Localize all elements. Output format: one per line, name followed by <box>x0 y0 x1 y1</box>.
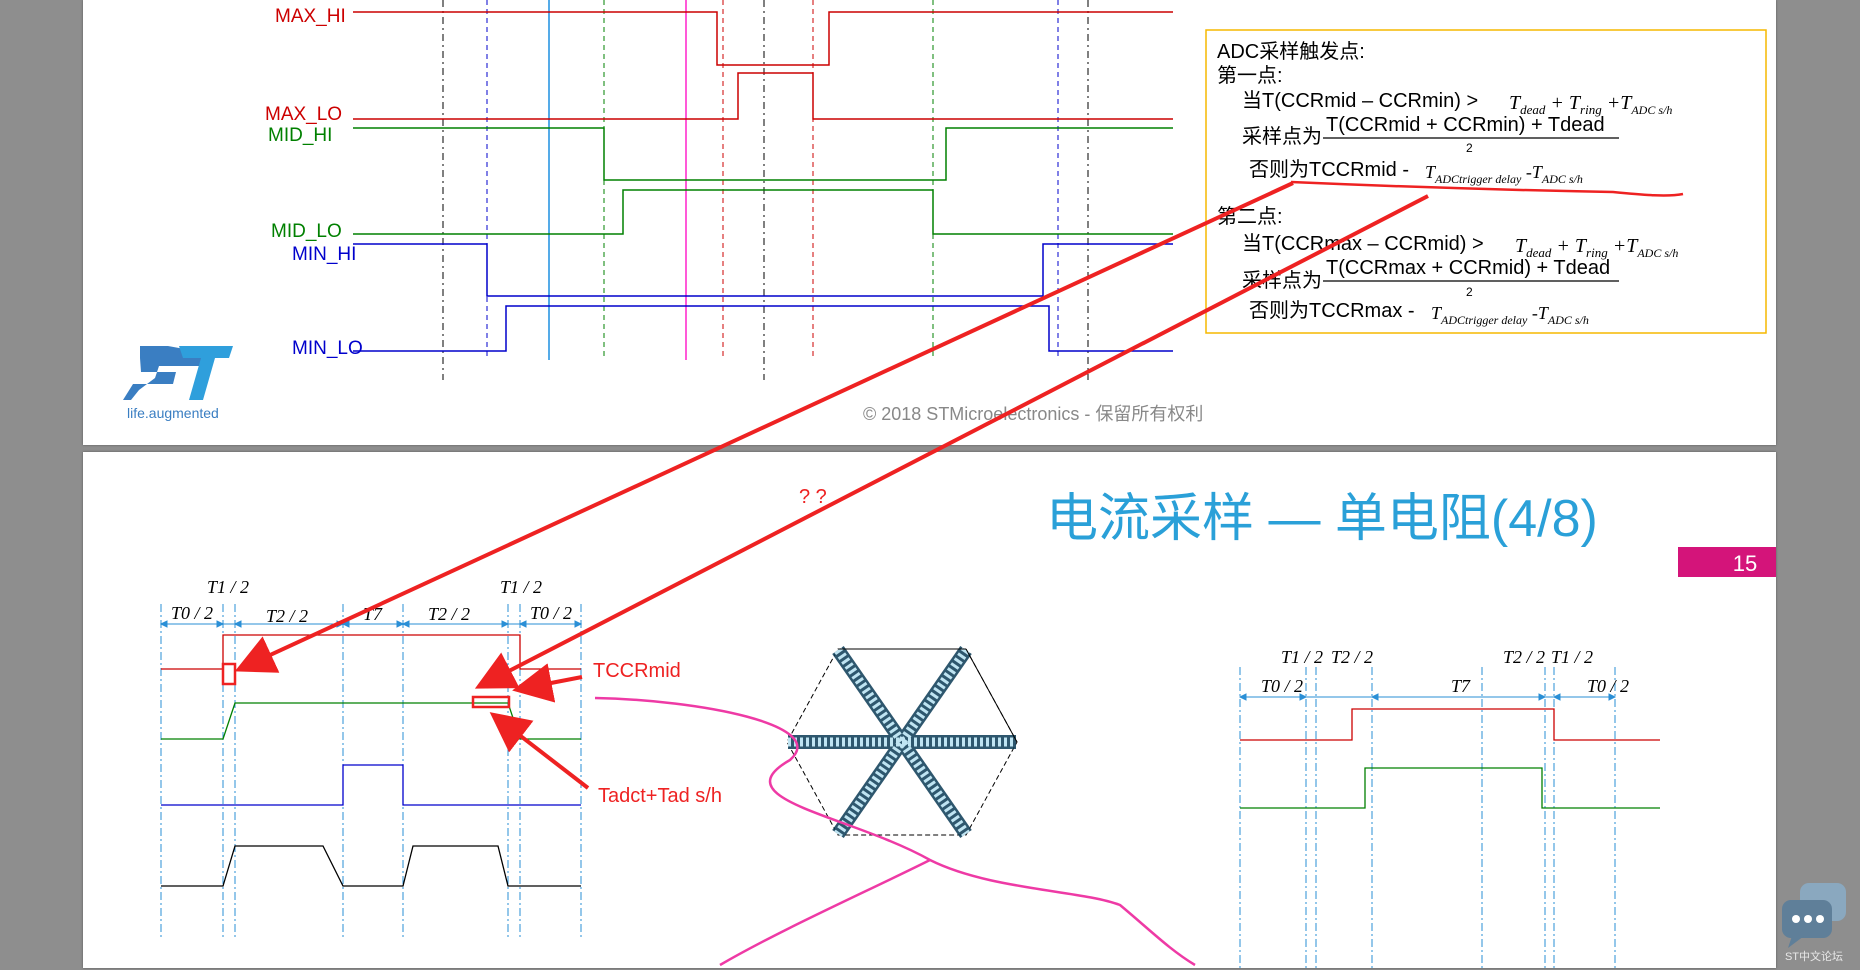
left-blue-wave <box>161 764 581 806</box>
label-t2-half-left: T2 / 2 <box>266 606 308 626</box>
label-t1-half-left-2: T1 / 2 <box>500 577 542 597</box>
label-t0-half-left-2: T0 / 2 <box>530 603 572 623</box>
right-green-wave <box>1240 767 1660 809</box>
signal-label-mid-hi: MID_HI <box>268 125 332 146</box>
point2-else: 否则为TCCRmax - <box>1249 299 1415 322</box>
logo-tagline: life.augmented <box>127 405 219 421</box>
left-black-wave <box>161 845 581 887</box>
red-underline <box>1290 180 1684 197</box>
point2-heading: 第二点: <box>1217 205 1283 228</box>
signal-label-min-hi: MIN_HI <box>292 244 356 265</box>
max-lo-wave <box>353 72 1173 120</box>
label-t0-half-right-2: T0 / 2 <box>1587 676 1629 696</box>
label-t2-half-right: T2 / 2 <box>1331 647 1373 667</box>
max-hi-wave <box>353 11 1173 66</box>
point1-sample-prefix: 采样点为 <box>1242 125 1322 148</box>
left-timing-labels: T0 / 2 T1 / 2 T2 / 2 T7 T2 / 2 T1 / 2 T0… <box>171 577 572 626</box>
point1-fraction-den: 2 <box>1466 141 1473 155</box>
annotation-tadct: Tadct+Tad s/h <box>598 785 722 807</box>
mid-lo-wave <box>353 189 1173 235</box>
forum-badge[interactable]: ST中文论坛 <box>1778 880 1850 965</box>
point1-heading: 第一点: <box>1217 64 1283 87</box>
page-number: 15 <box>1733 551 1757 576</box>
min-hi-wave <box>353 243 1173 297</box>
chat-bubble-icon: ST中文论坛 <box>1782 883 1846 963</box>
t-trig-sym-2: TADCtrigger delay -TADC s/h <box>1431 303 1589 327</box>
label-t2-half-left-2: T2 / 2 <box>428 604 470 624</box>
point2-fraction-den: 2 <box>1466 285 1473 299</box>
right-red-wave <box>1240 708 1660 741</box>
point1-else: 否则为TCCRmid - <box>1249 158 1409 181</box>
signal-label-max-lo: MAX_LO <box>265 104 342 125</box>
mid-hi-wave <box>353 127 1173 181</box>
t-dead-sym-2: Tdead + Tring +TADC s/h <box>1515 235 1678 260</box>
copyright: © 2018 STMicroelectronics - 保留所有权利 <box>863 404 1203 424</box>
left-green-wave <box>161 702 581 740</box>
slide-bottom-canvas: 电流采样 — 单电阻(4/8) 15 T0 / 2 T1 / 2 T2 / 2 … <box>159 486 1776 968</box>
signal-label-max-hi: MAX_HI <box>275 6 346 27</box>
slide-top: MAX_HI MAX_LO MID_HI MID_LO MIN_HI MIN_L… <box>83 0 1776 445</box>
point1-condition: 当T(CCRmid – CCRmin) > <box>1242 89 1478 112</box>
slide-title: 电流采样 — 单电阻(4/8) <box>1046 490 1598 548</box>
signal-label-min-lo: MIN_LO <box>292 338 363 359</box>
forum-badge-label: ST中文论坛 <box>1785 949 1843 963</box>
t-dead-sym: Tdead + Tring +TADC s/h <box>1509 92 1672 117</box>
point2-sample-prefix: 采样点为 <box>1242 269 1322 292</box>
st-logo: life.augmented <box>123 346 233 421</box>
label-t7-left: T7 <box>363 604 383 624</box>
marker-box-2 <box>471 695 511 709</box>
page-number-badge <box>1678 547 1776 577</box>
label-t2-half-right-2: T2 / 2 <box>1503 647 1545 667</box>
label-t0-half-right: T0 / 2 <box>1261 676 1303 696</box>
annotation-tccrmid: TCCRmid <box>593 660 681 682</box>
label-t1-half-left: T1 / 2 <box>207 577 249 597</box>
label-t0-half-left: T0 / 2 <box>171 603 213 623</box>
marker-box-1 <box>221 662 237 686</box>
label-t7-right: T7 <box>1451 676 1471 696</box>
min-lo-wave <box>353 305 1173 352</box>
right-timing-grid <box>1239 667 1616 968</box>
space-vector-hexagon <box>786 646 1018 838</box>
t-trig-sym: TADCtrigger delay -TADC s/h <box>1425 162 1583 186</box>
point2-condition: 当T(CCRmax – CCRmid) > <box>1242 232 1484 255</box>
left-timing-grid <box>160 604 582 937</box>
right-dimension-line <box>1238 693 1617 701</box>
pwm-timing-diagram: MAX_HI MAX_LO MID_HI MID_LO MIN_HI MIN_L… <box>123 0 1767 424</box>
signal-label-mid-lo: MID_LO <box>271 221 342 242</box>
point2-fraction-num: T(CCRmax + CCRmid) + Tdead <box>1326 257 1610 279</box>
label-t1-half-right-2: T1 / 2 <box>1551 647 1593 667</box>
slide-bottom: 电流采样 — 单电阻(4/8) 15 T0 / 2 T1 / 2 T2 / 2 … <box>83 452 1776 968</box>
label-t1-half-right: T1 / 2 <box>1281 647 1323 667</box>
question-marks: ? ? <box>799 486 827 508</box>
point1-fraction-num: T(CCRmid + CCRmin) + Tdead <box>1326 114 1605 136</box>
adc-box-title: ADC采样触发点: <box>1217 40 1365 63</box>
